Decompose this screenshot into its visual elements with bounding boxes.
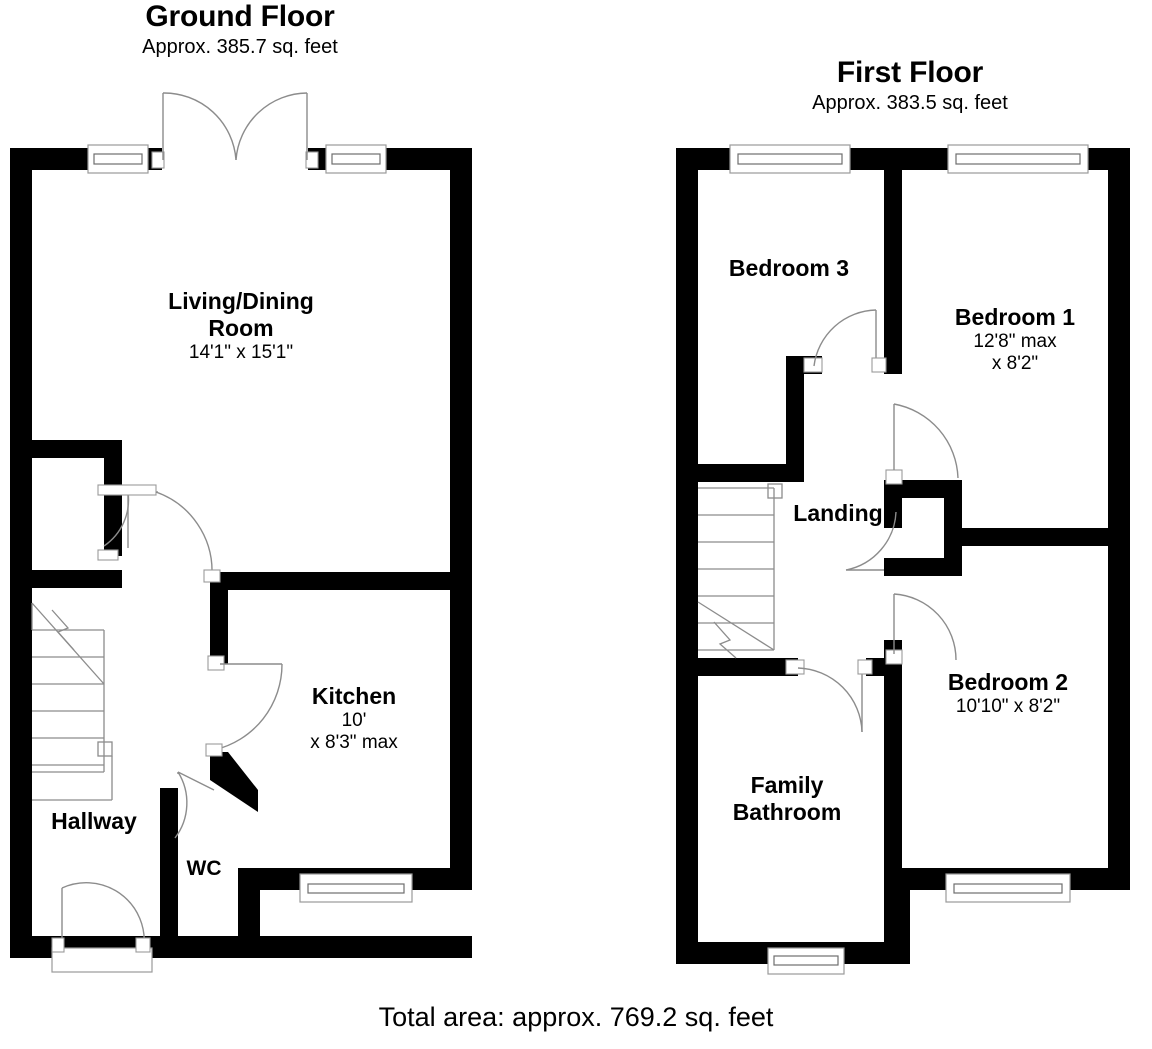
french-doors-gf-living [151,92,319,169]
room-name-family-bathroom: Family Bathroom [732,772,842,825]
wall-ff-bed3-bottom [676,464,796,482]
room-label-kitchen: Kitchen 10' x 8'3" max [266,683,442,754]
room-dims-living-dining: 14'1" x 15'1" [188,342,294,363]
room-name-bedroom-1: Bedroom 1 [954,304,1076,330]
door-ff-bedroom1 [885,403,959,485]
wall-gf-wc-bottom [160,940,260,958]
room-name-hallway: Hallway [51,808,137,834]
window-gf-living-left [87,144,149,174]
window-ff-bathroom [767,947,845,975]
room-label-family-bathroom: Family Bathroom [694,772,880,826]
room-name-kitchen: Kitchen [311,683,397,709]
door-gf-wc [174,771,215,839]
wall-gf-left [10,148,32,958]
ground-floor-structure [10,92,472,973]
room-label-bedroom-2: Bedroom 2 10'10" x 8'2" [908,669,1108,718]
first-floor-title: First Floor [836,56,984,89]
wall-ff-bath-step [884,868,910,964]
door-ff-cupboard [845,511,897,571]
total-area-label: Total area: approx. 769.2 sq. feet [378,1002,774,1032]
window-ff-bedroom3 [729,144,851,174]
room-label-living-dining: Living/Dining Room 14'1" x 15'1" [141,288,341,364]
room-name-wc: WC [186,857,222,880]
wall-ff-bed1-bed2 [944,528,1130,546]
wall-gf-right [450,148,472,890]
door-ff-bedroom2 [885,593,957,665]
room-dims-bedroom-2: 10'10" x 8'2" [955,696,1061,717]
wall-ff-right [1108,148,1130,890]
room-dims-bedroom-1: 12'8" max x 8'2" [973,331,1057,374]
door-gf-kitchen [205,655,283,757]
first-floor-structure [676,144,1130,975]
staircase-ground [31,602,113,801]
door-gf-cupboard [97,491,130,561]
window-ff-bedroom1 [947,144,1089,174]
ground-floor-title: Ground Floor [145,0,335,33]
ground-floor-area: Approx. 385.7 sq. feet [142,36,338,58]
wall-gf-wc-angle [210,752,258,812]
room-dims-kitchen: 10' x 8'3" max [310,710,398,753]
room-label-bedroom-3: Bedroom 3 [700,255,878,282]
door-ff-bathroom [785,659,873,733]
window-gf-living-right [325,144,387,174]
door-ff-bedroom3 [803,309,887,373]
room-name-bedroom-2: Bedroom 2 [947,669,1069,695]
first-floor-area: Approx. 383.5 sq. feet [812,92,1008,114]
room-label-landing: Landing [770,500,906,527]
wall-ff-bath-right [884,658,902,890]
wall-ff-left [676,148,698,964]
window-ff-bedroom2 [945,873,1071,903]
wall-ff-bed3-right [786,356,804,482]
room-label-hallway: Hallway [20,808,168,835]
wall-ff-cupboard-top [884,480,962,498]
wall-ff-bed3-bed1 [884,148,902,374]
staircase-first [697,483,783,659]
door-gf-entrance [51,881,153,973]
wall-gf-cupboard-right [104,440,122,556]
room-label-wc: WC [168,857,240,881]
room-name-living-dining: Living/Dining Room [168,288,314,341]
wall-gf-wc-right-step [238,868,260,958]
wall-gf-wc-left [160,788,178,958]
door-gf-living [97,484,221,583]
wall-gf-kitchen-top [210,572,472,590]
room-name-bedroom-3: Bedroom 3 [728,255,850,281]
window-gf-kitchen [299,873,413,903]
wall-gf-cupboard-bottom [32,570,122,588]
wall-ff-cupboard-bottom [884,558,962,576]
wall-gf-cupboard-top [32,440,122,458]
wall-ff-bath-top-left [676,658,798,676]
room-name-landing: Landing [793,500,883,526]
wall-ff-top-a [676,148,732,170]
room-label-bedroom-1: Bedroom 1 12'8" max x 8'2" [925,304,1105,375]
wall-gf-kitchen-left-upper [210,572,228,664]
